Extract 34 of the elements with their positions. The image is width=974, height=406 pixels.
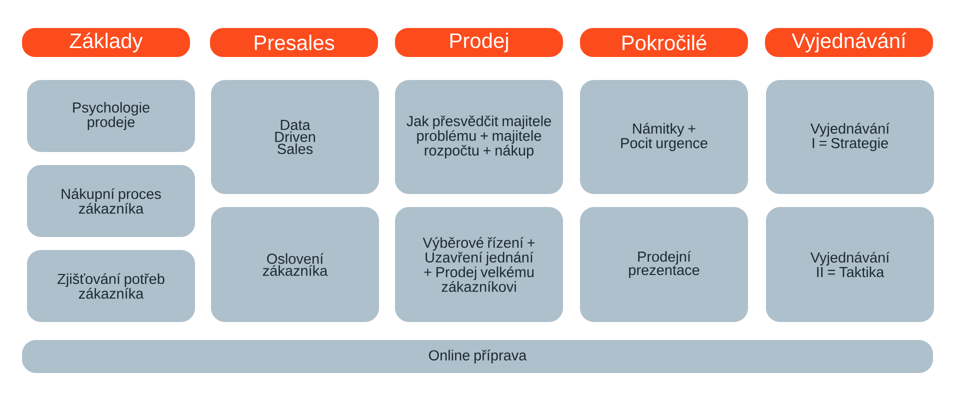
topic-box — [766, 207, 934, 322]
node-label: Námitky + Pocit urgence — [621, 122, 708, 152]
node-label: Data Driven Sales — [275, 120, 316, 154]
node-label: Jak přesvědčit majitele problému + majitele rozpočtu + nákup — [406, 116, 551, 158]
node-label: Online příprava — [428, 350, 527, 364]
node-label: Prodej — [450, 32, 508, 52]
topic-box — [27, 165, 195, 237]
topic-box — [580, 207, 748, 322]
heading-pill — [210, 28, 378, 57]
node-label: Prodejní prezentace — [629, 250, 700, 278]
node-label: Oslovení zákazníka — [262, 253, 328, 276]
topic-box — [211, 207, 379, 322]
topic-box — [395, 80, 563, 194]
topic-box — [395, 207, 563, 322]
topic-box — [766, 80, 934, 194]
heading-pill — [580, 28, 748, 57]
node-label: Pokročilé — [622, 34, 706, 50]
topic-box — [580, 80, 748, 194]
topic-box — [27, 80, 195, 152]
node-label: Výběrové řízení + Uzavření jednání + Prodej velkému zákazníkovi — [422, 237, 535, 292]
heading-pill — [765, 28, 933, 57]
node-label: Vyjednávání I = Strategie — [810, 122, 890, 152]
node-label: Vyjednávání II = Taktika — [810, 252, 890, 278]
bottom-bar — [22, 340, 933, 373]
topic-box — [27, 250, 195, 322]
node-label: Vyjednávání — [792, 32, 906, 52]
heading-pill — [395, 28, 563, 57]
heading-pill — [22, 28, 190, 57]
node-label: Presales — [254, 34, 334, 50]
node-label: Nákupní proces zákazníka — [62, 188, 161, 214]
node-label: Psychologie prodeje — [73, 102, 150, 130]
topic-box — [211, 80, 379, 194]
node-label: Zjišťování potřeb zákazníka — [58, 273, 164, 299]
node-label: Základy — [70, 32, 143, 52]
